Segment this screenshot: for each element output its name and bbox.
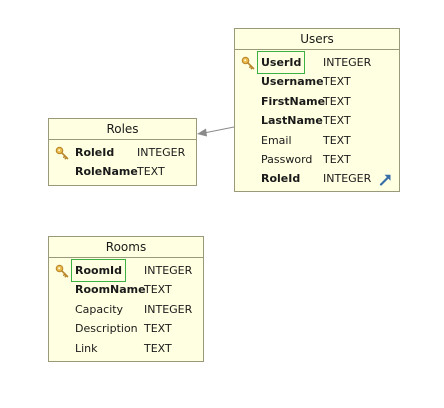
- column-name: RoleId: [261, 172, 301, 186]
- column-type: TEXT: [323, 152, 351, 166]
- column-type: TEXT: [323, 114, 351, 128]
- column-row-roleid[interactable]: RoleId INTEGER: [49, 143, 196, 162]
- column-name: Capacity: [75, 302, 124, 316]
- column-row-userid[interactable]: UserId INTEGER: [235, 50, 399, 75]
- column-row-email[interactable]: Email TEXT: [235, 131, 399, 150]
- entity-title: Roles: [49, 119, 196, 140]
- column-type: TEXT: [144, 283, 172, 297]
- column-row-password[interactable]: Password TEXT: [235, 150, 399, 169]
- column-type: TEXT: [144, 341, 172, 355]
- link-arrow-icon[interactable]: [379, 173, 391, 186]
- column-type: INTEGER: [144, 302, 193, 316]
- column-type: TEXT: [323, 94, 351, 108]
- column-name: RoomName: [75, 283, 146, 297]
- column-type: TEXT: [144, 322, 172, 336]
- relation-arrowhead: [197, 128, 207, 137]
- key-icon: [55, 146, 69, 160]
- column-name: LastName: [261, 114, 323, 128]
- column-name: UserId: [256, 50, 306, 75]
- column-row-link[interactable]: Link TEXT: [49, 339, 203, 358]
- column-row-roleid[interactable]: RoleId INTEGER: [235, 169, 399, 188]
- column-name: Description: [75, 322, 138, 336]
- column-row-description[interactable]: Description TEXT: [49, 319, 203, 338]
- column-type: INTEGER: [323, 56, 372, 69]
- column-type: INTEGER: [137, 146, 186, 159]
- column-name: Link: [75, 341, 98, 355]
- column-type: TEXT: [323, 133, 351, 147]
- entity-title: Rooms: [49, 237, 203, 258]
- column-name: Password: [261, 152, 313, 166]
- column-name: RoomId: [70, 258, 127, 283]
- column-name: Email: [261, 133, 292, 147]
- column-type: TEXT: [137, 165, 165, 179]
- column-name: RoleId: [75, 146, 115, 159]
- key-icon: [55, 264, 69, 278]
- column-type: INTEGER: [323, 172, 372, 186]
- column-name: FirstName: [261, 94, 326, 108]
- entity-title: Users: [235, 29, 399, 50]
- column-type: TEXT: [323, 75, 351, 89]
- column-type: INTEGER: [144, 264, 193, 277]
- column-row-capacity[interactable]: Capacity INTEGER: [49, 300, 203, 319]
- column-name: RoleName: [75, 165, 138, 179]
- column-name: Username: [261, 75, 324, 89]
- key-icon: [241, 56, 255, 70]
- column-row-roomid[interactable]: RoomId INTEGER: [49, 258, 203, 283]
